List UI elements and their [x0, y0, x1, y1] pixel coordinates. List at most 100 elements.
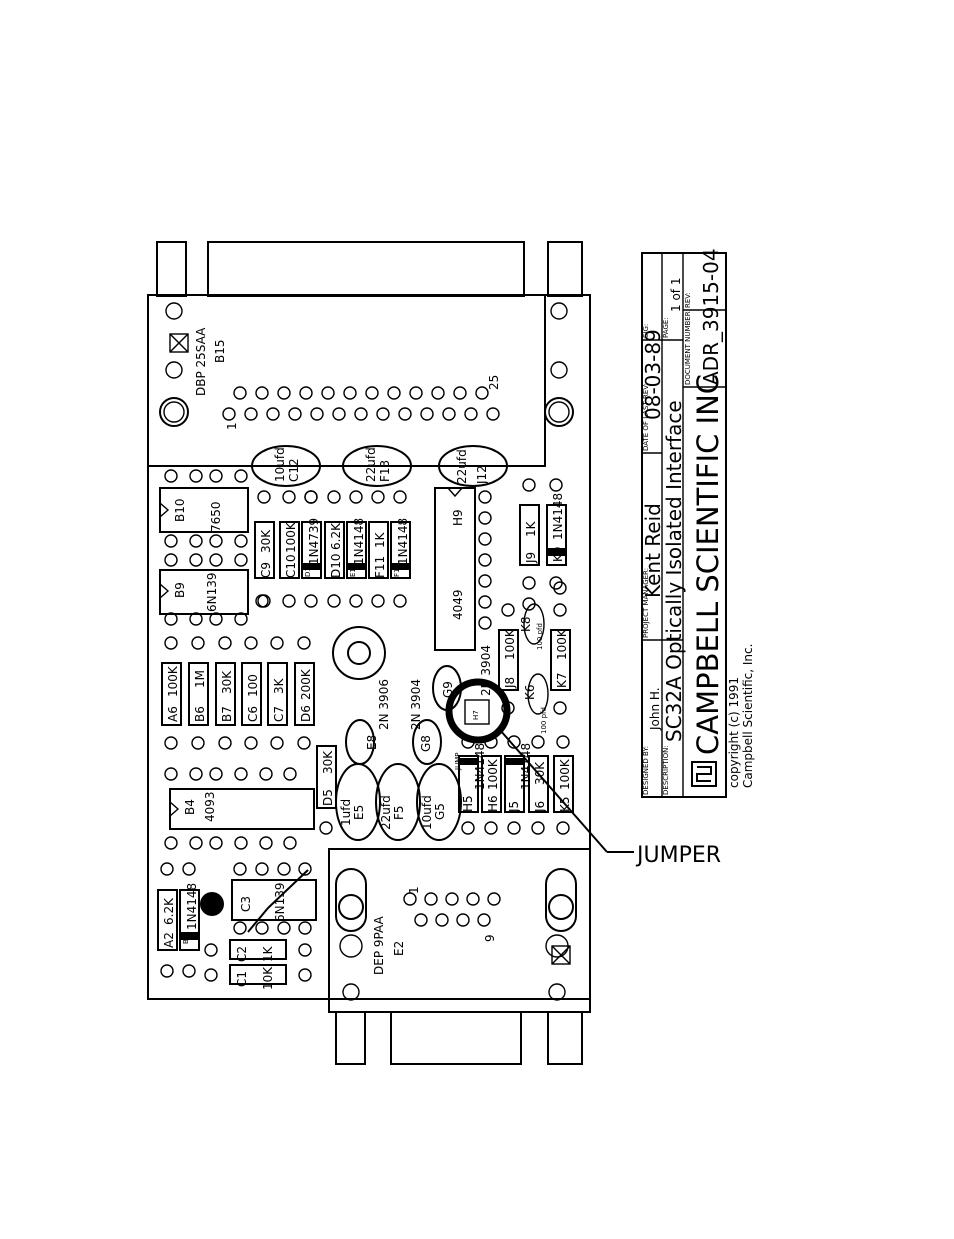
pin-pad — [277, 386, 291, 400]
pin-pad — [189, 469, 203, 483]
svg-text:H7: H7 — [472, 710, 480, 720]
pin-pad — [477, 913, 491, 927]
svg-text:D11: D11 — [304, 563, 312, 577]
capacitor-g5: 10ufd G5 — [416, 763, 462, 841]
pin-pad — [387, 386, 401, 400]
svg-text:D5: D5 — [321, 789, 335, 806]
svg-text:30K: 30K — [259, 529, 273, 553]
pin-pad — [255, 594, 269, 608]
pin-pad — [189, 612, 203, 626]
resistor-j6: J6 30K — [528, 735, 549, 835]
svg-text:H6: H6 — [486, 795, 500, 812]
mounting-hole — [332, 626, 386, 680]
svg-text:6.2K: 6.2K — [162, 897, 176, 925]
svg-text:DOCUMENT NUMBER:: DOCUMENT NUMBER: — [684, 309, 692, 385]
ic-b10: B10 7650 — [159, 487, 249, 533]
pin-pad — [244, 407, 258, 421]
svg-text:K9: K9 — [551, 546, 565, 562]
svg-text:1N4148: 1N4148 — [473, 743, 487, 790]
db25-pin25-label: 25 — [487, 375, 501, 390]
pin-pad — [189, 534, 203, 548]
pin-pad — [234, 469, 248, 483]
pin-pad — [234, 553, 248, 567]
pin-pad — [464, 407, 478, 421]
svg-text:22ufd: 22ufd — [455, 449, 469, 484]
pin-pad — [233, 862, 247, 876]
transistor-e8: E8 2N 3906 — [345, 679, 391, 765]
svg-text:1K: 1K — [261, 945, 275, 962]
transistor-g8: 2N 3904 G8 — [409, 679, 442, 765]
resistor-d6: D6 200K — [294, 636, 315, 750]
svg-text:B7: B7 — [220, 706, 234, 722]
pin-pad — [435, 913, 449, 927]
svg-text:1N4148: 1N4148 — [185, 883, 199, 930]
zener-d11: D11 1N4739 — [301, 490, 322, 608]
svg-text:C3: C3 — [239, 896, 253, 912]
svg-text:K7: K7 — [555, 672, 569, 688]
svg-text:3K: 3K — [272, 677, 286, 694]
db25-ref: B15 — [213, 339, 227, 363]
svg-text:2N 3906: 2N 3906 — [377, 679, 391, 730]
pin-pad — [298, 862, 312, 876]
resistor-b7: B7 30K — [215, 636, 236, 750]
pin-pad — [398, 407, 412, 421]
svg-text:J8: J8 — [503, 677, 517, 689]
document-number: ADR_3915-04 — [699, 248, 723, 385]
svg-text:F11: F11 — [373, 556, 387, 578]
de9-ref: E2 — [392, 941, 406, 956]
db25-pin1-label: 1 — [225, 422, 239, 430]
page-number: 1 of 1 — [669, 278, 683, 312]
resistor-k5: K5 100K — [553, 735, 574, 835]
svg-text:B4: B4 — [183, 799, 197, 815]
svg-text:D6: D6 — [299, 705, 313, 722]
pin-pad — [304, 490, 318, 504]
pin-pad — [424, 892, 438, 906]
svg-text:6.2K: 6.2K — [329, 522, 343, 550]
pin-pad — [478, 595, 492, 609]
pin-pad — [164, 553, 178, 567]
pin-pad — [209, 767, 223, 781]
svg-text:6N139: 6N139 — [205, 572, 219, 612]
capacitor-j12: 22ufd J12 — [438, 445, 508, 487]
svg-text:J5: J5 — [507, 801, 521, 813]
pin-pad — [466, 892, 480, 906]
pin-pad — [233, 921, 247, 935]
svg-text:B10: B10 — [173, 498, 187, 522]
svg-text:PAGE:: PAGE: — [662, 317, 670, 338]
pin-pad — [475, 386, 489, 400]
svg-text:22ufd: 22ufd — [364, 447, 378, 482]
capacitor-k6: K6 100 pfd — [523, 673, 549, 734]
svg-text:100: 100 — [246, 674, 260, 697]
resistor-c6: C6 100 — [241, 636, 262, 750]
company-logo — [691, 761, 717, 787]
resistor-c2: C2 1K — [204, 939, 312, 962]
svg-text:K6: K6 — [523, 684, 537, 700]
resistor-bank-a6-d6: A6 100K B6 1M B7 30K C6 100 C7 3K — [161, 636, 315, 750]
pin-pad — [478, 616, 492, 630]
svg-text:100 pfd: 100 pfd — [540, 707, 548, 734]
company-name: CAMPBELL SCIENTIFIC INC — [691, 374, 725, 755]
svg-text:22ufd: 22ufd — [379, 795, 393, 830]
diode-b2: B2 1N4148 — [179, 862, 200, 978]
svg-text:C7: C7 — [272, 706, 286, 722]
pin-pad — [255, 862, 269, 876]
title-block: DESIGNED BY: John H. PROJECT MANAGER: Ke… — [641, 248, 755, 798]
capacitor-f13: 22ufd F13 — [342, 445, 412, 487]
svg-text:10ufd: 10ufd — [420, 795, 434, 830]
capacitor-c12: 10ufd C12 — [251, 445, 321, 487]
svg-text:100K: 100K — [558, 758, 572, 790]
pin-pad — [365, 386, 379, 400]
svg-text:J6: J6 — [533, 801, 547, 813]
pin-pad — [209, 553, 223, 567]
pin-pad — [453, 386, 467, 400]
resistor-c1: C1 10K — [204, 964, 312, 990]
pin-pad — [277, 921, 291, 935]
diode-f10: F10 1N4148 — [390, 490, 411, 608]
svg-text:H5: H5 — [461, 795, 475, 812]
svg-text:J12: J12 — [475, 465, 489, 485]
pin-pad — [209, 612, 223, 626]
copyright-owner: Campbell Scientific, Inc. — [741, 644, 755, 788]
svg-text:B6: B6 — [193, 706, 207, 722]
resistor-j9: J9 1K — [519, 478, 540, 590]
